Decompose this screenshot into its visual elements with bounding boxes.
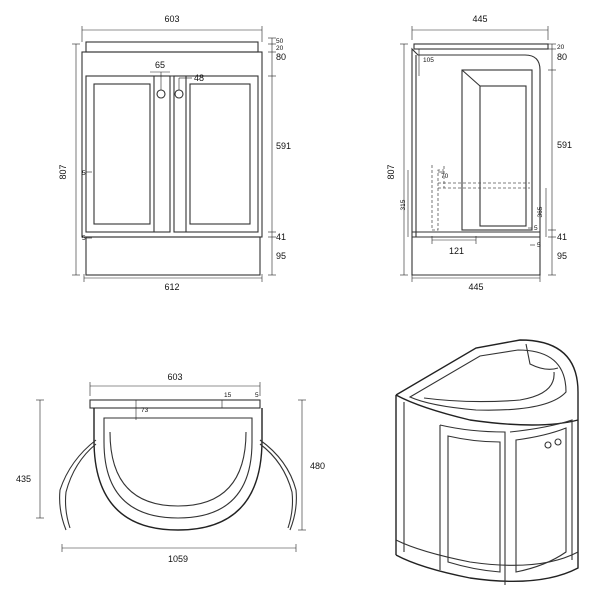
iso-back-panel xyxy=(525,343,559,370)
side-door-height-label: 591 xyxy=(557,140,572,150)
side-depth-bottom-label: 445 xyxy=(468,282,483,292)
front-elevation: 603 612 807 65 48 50 20 80 591 41 95 xyxy=(58,14,291,292)
right-door-swing-arc xyxy=(259,439,297,531)
iso-body-front xyxy=(395,420,579,583)
side-shelf-height-label: 365 xyxy=(537,206,544,217)
plan-overall-width-label: 1059 xyxy=(168,554,188,564)
iso-left-knob xyxy=(544,441,552,449)
front-gap-side-label: 5 xyxy=(82,170,86,177)
left-door xyxy=(85,75,171,233)
iso-right-knob xyxy=(554,438,562,446)
front-door-height-label: 591 xyxy=(276,141,291,151)
side-plinth-1-label: 41 xyxy=(557,232,567,242)
right-door-swing-arc-inner xyxy=(259,443,294,529)
plan-inner-rim xyxy=(109,431,247,507)
front-plinth xyxy=(85,236,261,276)
side-waste-height-label: 315 xyxy=(400,199,407,210)
side-door-panel xyxy=(479,85,527,227)
iso-left-door-panel xyxy=(447,435,501,573)
plan-view: 603 73 15 5 1059 435 480 xyxy=(16,372,325,564)
front-gap-bottom-label: 5 xyxy=(82,235,86,242)
plan-inner-basin xyxy=(103,417,253,519)
front-top-1-label: 50 xyxy=(276,38,284,45)
front-plinth-2-label: 95 xyxy=(276,251,286,261)
side-countertop xyxy=(413,43,549,50)
plan-dim-5-label: 5 xyxy=(255,392,259,399)
iso-basin-inner xyxy=(423,371,555,403)
plan-depth-right-label: 480 xyxy=(310,461,325,471)
left-door-knob xyxy=(156,89,166,99)
iso-plinth-line xyxy=(395,539,579,566)
plan-width-label: 603 xyxy=(167,372,182,382)
front-handle-spacing-label: 48 xyxy=(194,73,204,83)
iso-basin-rim xyxy=(408,349,567,411)
front-top-2-label: 20 xyxy=(276,45,284,52)
side-gap-2-label: 5 xyxy=(537,242,541,249)
front-plinth-1-label: 41 xyxy=(276,232,286,242)
front-height-label: 807 xyxy=(58,164,68,179)
plan-top-lip xyxy=(89,399,261,409)
iso-countertop-front xyxy=(395,394,579,426)
side-height-label: 807 xyxy=(386,164,396,179)
side-elevation: 445 445 807 315 105 70 121 365 xyxy=(386,14,572,292)
iso-countertop-back xyxy=(395,339,579,420)
isometric-view xyxy=(395,339,579,585)
front-top-3-label: 80 xyxy=(276,52,286,62)
side-top-2-label: 80 xyxy=(557,52,567,62)
iso-right-door-edge xyxy=(509,419,573,560)
left-door-swing-arc xyxy=(59,439,97,531)
front-handle-offset-label: 65 xyxy=(155,60,165,70)
front-width-bottom-label: 612 xyxy=(164,282,179,292)
plan-depth-left-label: 435 xyxy=(16,474,31,484)
iso-right-door-panel xyxy=(515,427,567,573)
side-waste-121-label: 121 xyxy=(449,246,464,256)
iso-left-door-edge xyxy=(439,424,506,585)
side-plinth-2-label: 95 xyxy=(557,251,567,261)
right-door-panel xyxy=(189,83,251,225)
plan-dim-15-label: 15 xyxy=(224,392,232,399)
left-door-panel xyxy=(93,83,151,225)
right-door xyxy=(173,75,259,233)
front-carcass xyxy=(81,51,263,238)
side-top-1-label: 20 xyxy=(557,44,565,51)
side-inset-top-label: 105 xyxy=(423,57,434,64)
waste-pipe-left xyxy=(431,165,444,231)
front-countertop xyxy=(85,41,259,53)
plan-outer-shell xyxy=(93,408,263,531)
front-width-top-label: 603 xyxy=(164,14,179,24)
side-carcass xyxy=(411,47,541,276)
left-door-swing-arc-inner xyxy=(64,443,97,529)
side-gap-1-label: 5 xyxy=(534,225,538,232)
side-waste-70-label: 70 xyxy=(441,173,449,180)
side-depth-top-label: 445 xyxy=(472,14,487,24)
plan-dim-73-label: 73 xyxy=(141,407,149,414)
side-door xyxy=(461,69,533,231)
right-door-knob xyxy=(174,89,184,99)
